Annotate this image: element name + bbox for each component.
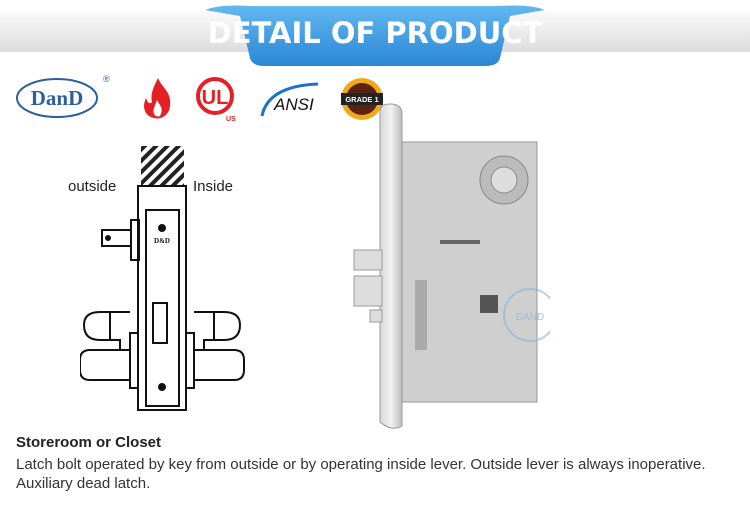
dand-logo: DanD ® [16,74,110,118]
description-title: Storeroom or Closet [16,434,162,451]
svg-text:®: ® [103,74,110,84]
svg-text:GRADE 1: GRADE 1 [345,95,378,104]
svg-text:D&D: D&D [154,237,170,245]
ul-logo: UL US [196,77,236,123]
svg-text:DAND: DAND [516,312,544,323]
svg-text:US: US [226,116,236,123]
banner-ribbon [205,5,545,66]
inside-label: Inside [193,178,234,195]
fire-icon [144,78,171,119]
lock-diagram: D&D [80,146,245,411]
svg-text:UL: UL [202,87,229,109]
ansi-logo: ANSI [260,82,319,117]
svg-text:DanD: DanD [31,86,84,110]
mortise-lock-photo: DAND [353,103,550,429]
svg-text:ANSI: ANSI [273,95,314,114]
outside-label: outside [68,178,117,195]
page-title: DETAIL OF PRODUCT [207,16,543,50]
description-text: Latch bolt operated by key from outside … [16,456,706,492]
grade1-badge: GRADE 1 [341,78,383,120]
